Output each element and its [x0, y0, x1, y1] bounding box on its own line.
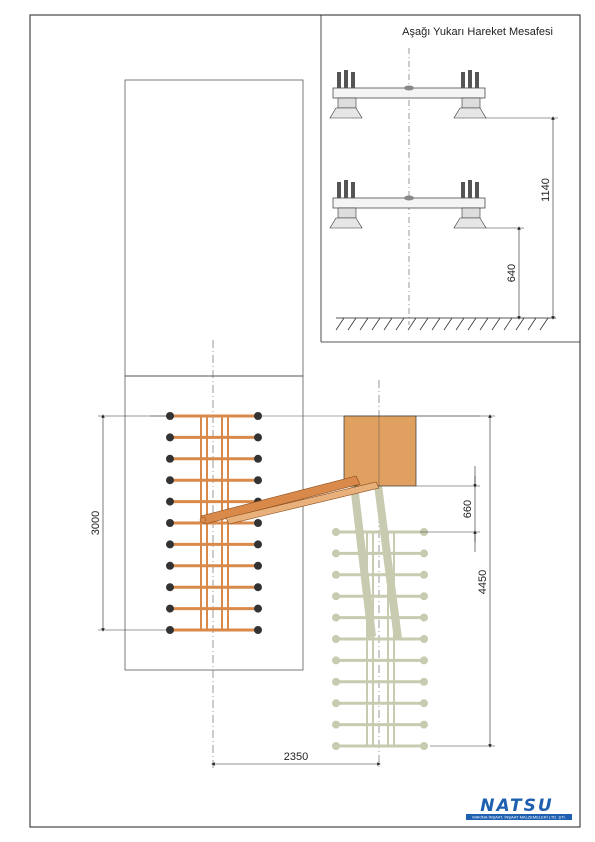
dimension-1140-label: 1140 — [540, 178, 552, 202]
dimension-3000: 3000 — [90, 414, 170, 632]
rack-active-row-knob — [166, 604, 174, 613]
rack-ghost-row-knob — [420, 677, 428, 686]
rack-ghost-row-knob — [420, 720, 428, 729]
rack-active-row-knob — [254, 433, 262, 442]
rack-active-row-knob — [254, 626, 262, 634]
company-logo: NATSU MAKİNA İNŞAAT, İNŞAAT MALZEMELERİ … — [466, 796, 572, 820]
rack-active-row-knob — [166, 583, 174, 592]
machine-upper — [329, 70, 487, 119]
dimension-3000-label: 3000 — [90, 511, 102, 535]
rack-active-row-knob — [254, 604, 262, 613]
dimension-640-label: 640 — [506, 264, 518, 282]
rack-ghost-row-knob — [420, 570, 428, 579]
logo-subtitle: MAKİNA İNŞAAT, İNŞAAT MALZEMELERİ LTD. Ş… — [472, 815, 566, 820]
ground-hatch — [335, 317, 556, 331]
rack-ghost-row-knob — [420, 592, 428, 601]
rack-active-row-knob — [254, 561, 262, 570]
rack-active-row-knob — [254, 454, 262, 463]
machine-block — [199, 415, 417, 525]
dimension-660-label: 660 — [462, 500, 474, 518]
rack-ghost-row-knob — [332, 635, 340, 643]
rack-active-row-knob — [166, 476, 174, 485]
rack-ghost-row-knob — [332, 592, 340, 601]
rack-active-row-knob — [166, 433, 174, 442]
rack-active-row-knob — [166, 540, 174, 549]
rack-ghost-row-knob — [332, 677, 340, 686]
rack-ghost-row-knob — [332, 549, 340, 558]
rack-ghost-row-knob — [420, 549, 428, 558]
inset-title: Aşağı Yukarı Hareket Mesafesi — [402, 26, 553, 38]
rack-active-row-knob — [254, 412, 262, 420]
rack-ghost-row-knob — [332, 699, 340, 708]
dimension-2350-label: 2350 — [284, 751, 308, 763]
rack-ghost-row-knob — [332, 720, 340, 729]
rack-ghost-row-knob — [332, 570, 340, 579]
inset-panel: Aşağı Yukarı Hareket Mesafesi — [320, 15, 580, 343]
rack-active-row-knob — [166, 497, 174, 506]
dimension-660: 660 — [416, 466, 480, 552]
rack-ghost-row-knob — [420, 656, 428, 665]
rack-active-row-knob — [166, 454, 174, 463]
rack-active-row-knob — [254, 519, 262, 527]
dimension-640: 640 — [486, 226, 524, 320]
rack-ghost-row-knob — [420, 635, 428, 643]
rack-active-row-knob — [166, 561, 174, 570]
rack-active-row-knob — [166, 519, 174, 527]
rack-ghost-row-knob — [332, 656, 340, 665]
rack-active-row-knob — [254, 583, 262, 592]
rack-ghost-row-knob — [332, 613, 340, 622]
rack-ghost-row-knob — [420, 613, 428, 622]
dimension-4450: 4450 — [416, 414, 495, 748]
rack-active-row-knob — [254, 476, 262, 485]
dimension-4450-label: 4450 — [477, 570, 489, 594]
dimension-2350: 2350 — [211, 751, 381, 766]
dimension-1140: 1140 — [486, 116, 558, 320]
rack-ghost-row-knob — [332, 742, 340, 750]
rack-active — [166, 412, 262, 634]
rack-active-row-knob — [254, 540, 262, 549]
rack-ghost-row-knob — [332, 528, 340, 536]
rack-ghost-row-knob — [420, 742, 428, 750]
rack-ghost — [332, 485, 428, 750]
rack-ghost-row-knob — [420, 699, 428, 708]
plan-outlines — [124, 79, 480, 770]
machine-lower — [329, 180, 487, 229]
logo-name: NATSU — [480, 796, 553, 816]
drawing-frame — [29, 14, 581, 828]
